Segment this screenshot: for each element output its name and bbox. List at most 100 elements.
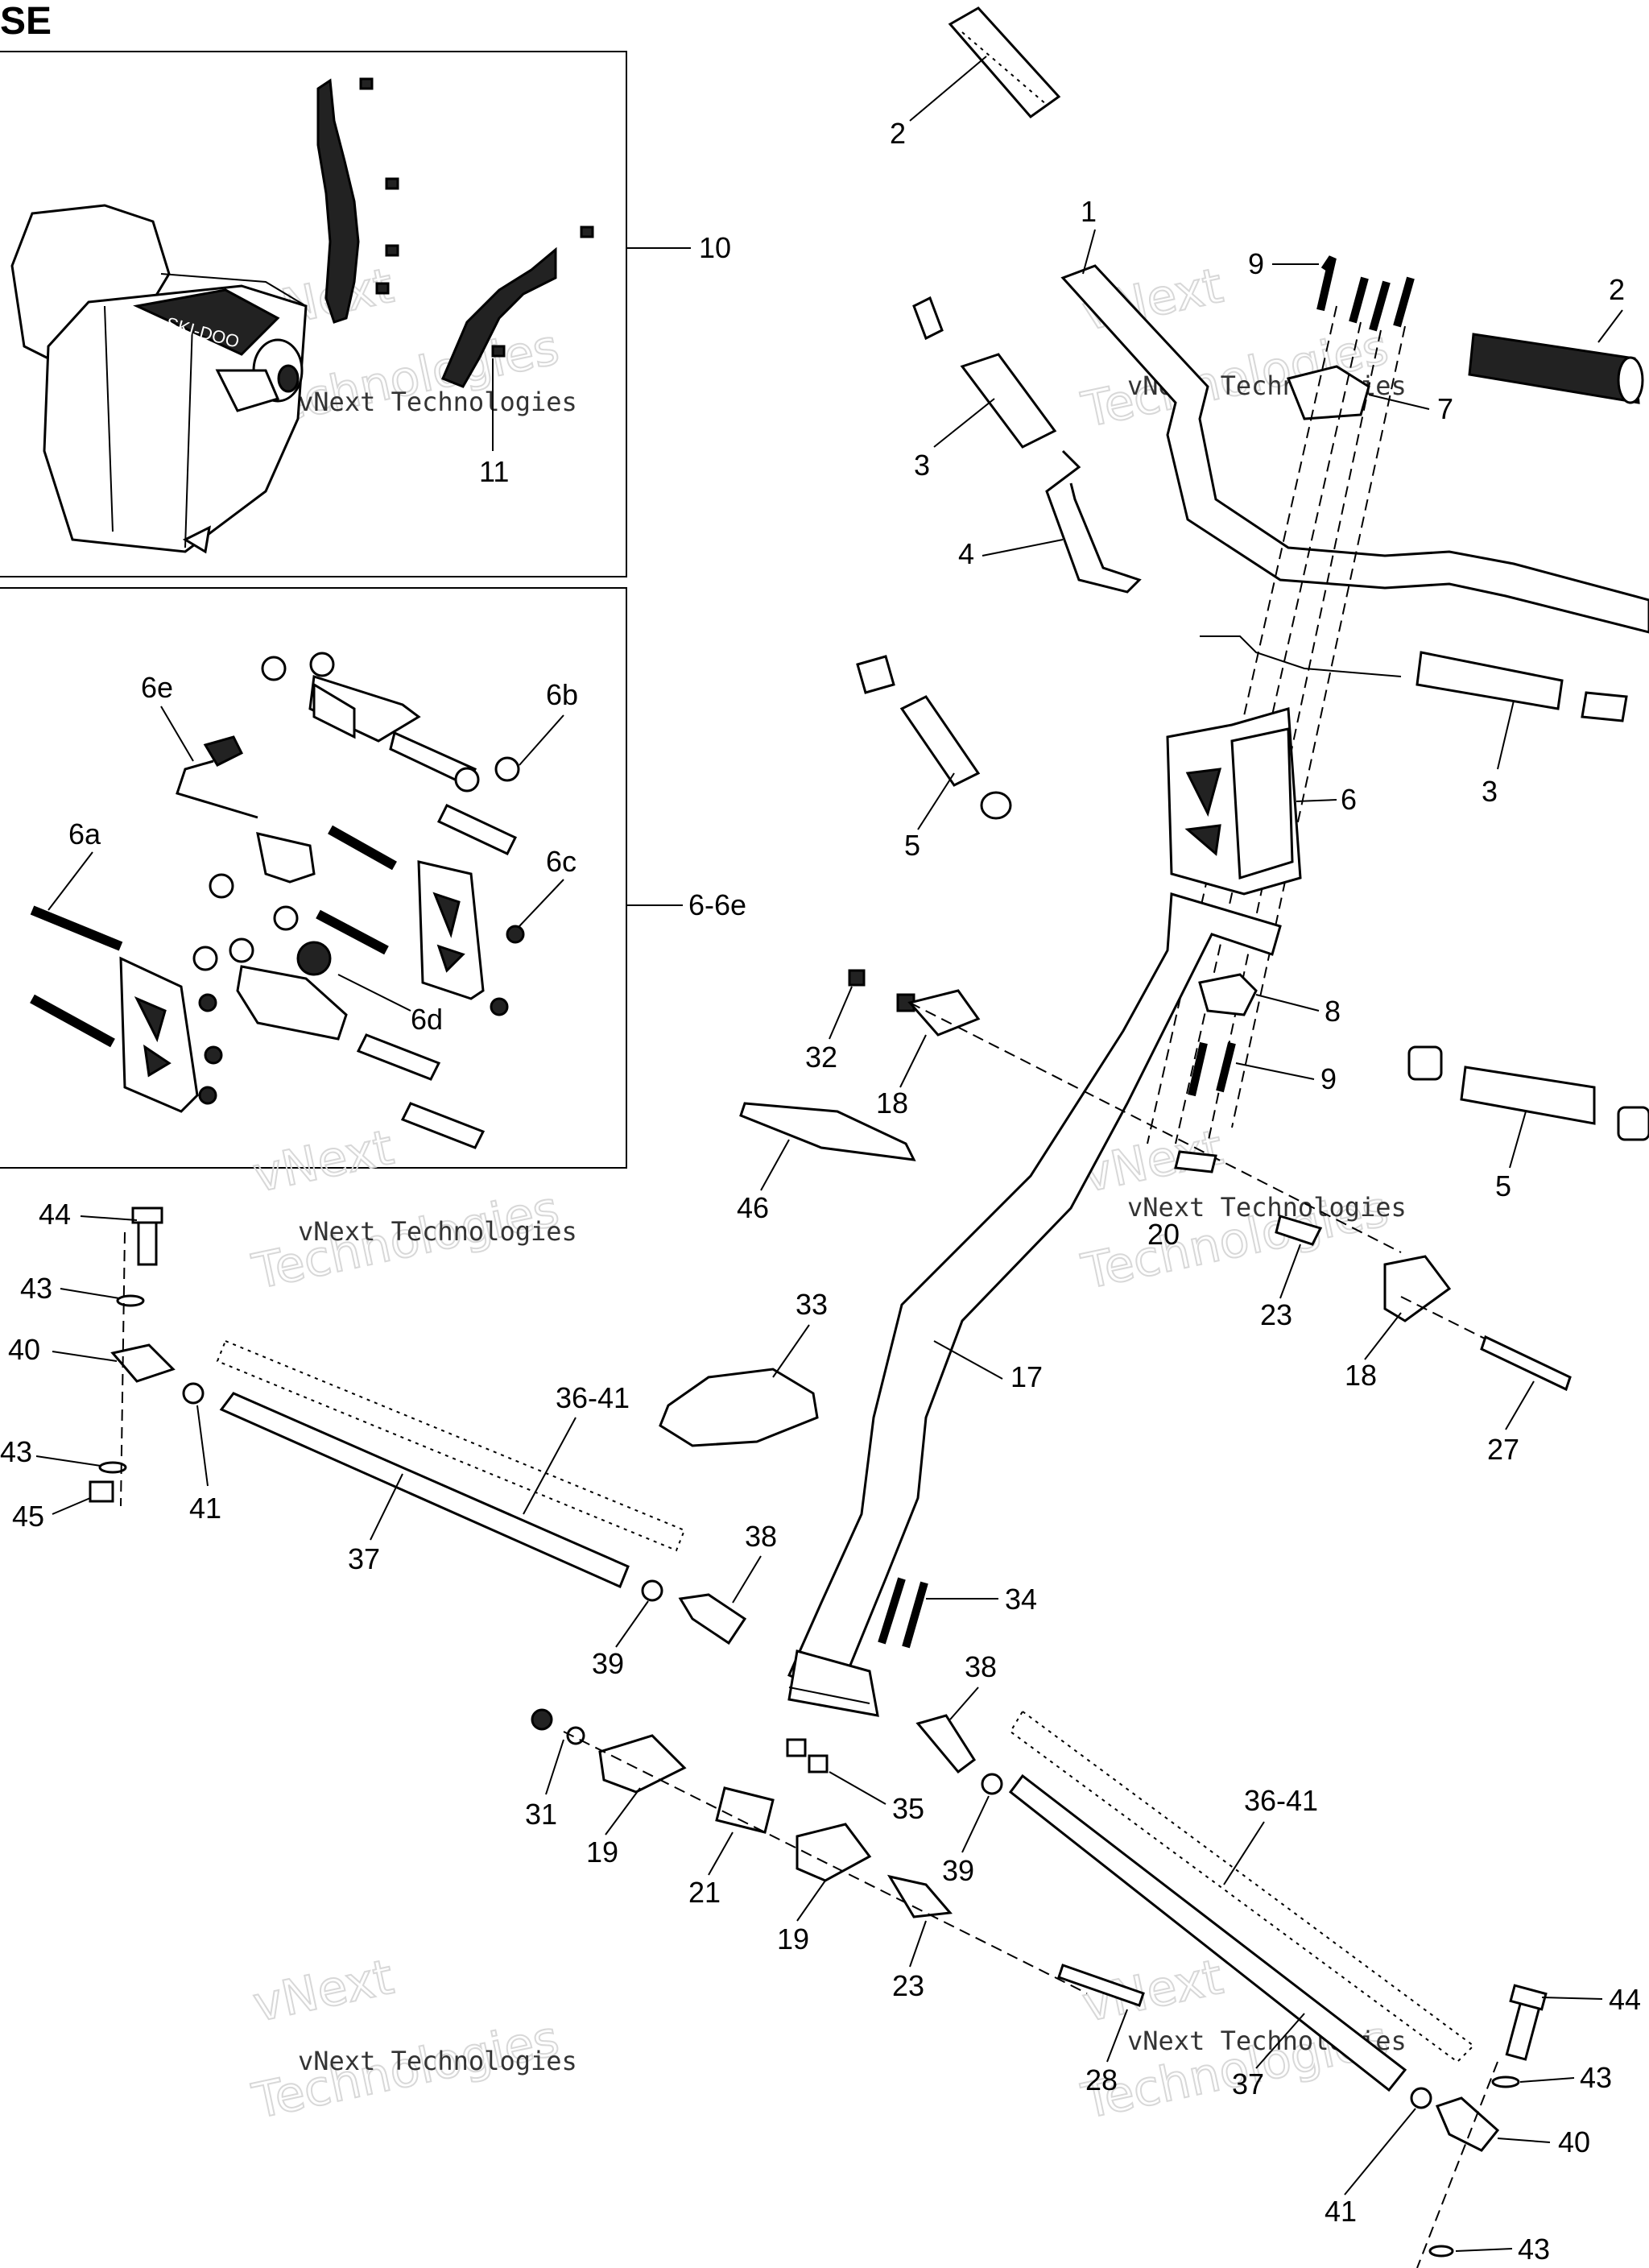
handlebar-clamp-lower [1198,973,1258,1016]
callout-41b: 41 [1325,2195,1357,2228]
screw-icon [580,226,594,238]
callout-43a: 43 [20,1272,52,1305]
grip-left [948,6,1061,119]
nut-35 [786,1738,807,1757]
bushing-housing-19a [598,1734,687,1794]
callout-23a: 23 [1260,1298,1292,1331]
watermark-small-5: vNext Technologies [298,2046,577,2076]
callout-2b: 2 [1609,273,1625,306]
callout-34: 34 [1005,1583,1037,1616]
callout-6b: 6b [546,678,578,711]
callout-4: 4 [958,537,974,570]
callout-43c: 43 [1580,2061,1612,2094]
bushing-housing-19b [796,1823,872,1882]
bolt-28 [1057,1964,1145,2007]
callout-44a: 44 [39,1198,71,1231]
headlight-screws [359,77,594,358]
callout-20: 20 [1147,1218,1180,1251]
callout-39a: 39 [592,1647,624,1680]
headlight-bracket-right [441,246,557,388]
callout-37a: 37 [348,1542,380,1575]
nut-45 [89,1480,114,1503]
callout-11: 11 [479,455,509,488]
callout-7: 7 [1437,392,1453,425]
watermark-small-4: vNext Technologies [1127,1192,1407,1223]
callout-19b: 19 [777,1922,809,1956]
callout-40a: 40 [8,1333,40,1366]
clamp-bolts-lower [1188,1041,1236,1097]
grip-right [1468,333,1644,404]
callout-6e: 6e [141,671,173,704]
callout-27: 27 [1487,1433,1519,1466]
tie-rod-end-38-right [915,1714,977,1774]
callout-43d: 43 [1518,2233,1550,2266]
tie-rod-end-left [110,1343,176,1383]
nut-41-right [1410,2087,1432,2109]
callout-19a: 19 [586,1836,618,1869]
heater-element-right [1415,651,1564,710]
bumper-plate [739,1102,916,1161]
tie-rod-left [219,1392,630,1589]
callout-31: 31 [525,1798,557,1831]
section-code: SE [0,0,52,43]
screw-icon [359,77,374,90]
bushing-23 [1275,1215,1323,1246]
nut-39-left [641,1579,663,1602]
callout-40b: 40 [1558,2125,1590,2158]
callout-1: 1 [1081,195,1097,228]
watermark-small-3: vNext Technologies [298,1216,577,1247]
steering-column [787,892,1282,1717]
callout-6: 6 [1341,783,1357,816]
column-support-parts [30,652,525,1149]
callout-3a: 3 [914,449,930,482]
screw-icon [375,282,390,295]
callout-23b: 23 [892,1969,924,2002]
callout-5b: 5 [1495,1169,1511,1202]
inset-box-column-support [0,587,627,1169]
callout-41a: 41 [189,1492,221,1525]
inset-box-headlight [0,51,627,577]
tube-left [856,655,1012,820]
bushing-23b [886,1874,953,1918]
bushing-housing-right [1383,1255,1452,1322]
callout-33: 33 [796,1288,828,1321]
callout-36b: 36-41 [1244,1784,1318,1817]
handlebar-clamp-upper [1286,365,1370,420]
callout-17: 17 [1010,1360,1043,1393]
nut-41-left [182,1382,205,1405]
callout-21: 21 [688,1876,721,1909]
callout-28: 28 [1085,2063,1118,2096]
column-support-block [1166,707,1302,896]
callout-46: 46 [737,1191,769,1224]
tie-rod-right [1008,1773,1407,2092]
callout-6c: 6c [546,845,577,878]
callout-18a: 18 [876,1086,908,1120]
nut-31 [531,1708,553,1731]
watermark-big-9: vNext [249,1949,399,2034]
callout-35: 35 [892,1792,924,1825]
handlebar [1060,264,1649,634]
callout-6d: 6d [411,1003,443,1036]
callout-39b: 39 [942,1854,974,1887]
clamp-bolts-upper [1316,255,1415,332]
screw-icon [385,244,399,257]
callout-45: 45 [12,1500,44,1533]
bushing-20 [1174,1150,1217,1173]
callout-6a: 6a [68,817,101,850]
heater-wire [1200,635,1402,677]
callout-10: 10 [699,231,731,264]
screw-icon [491,345,506,358]
watermark-small-1: vNext Technologies [298,387,577,417]
tie-rod-left-assembly-outline [216,1339,686,1552]
tie-rod-end-right [1435,2096,1500,2152]
headlight-bracket-left [316,78,360,324]
bolts-34 [878,1577,928,1649]
throttle-cable [1045,449,1142,594]
watermark-big-5: vNext [249,1120,399,1204]
tie-rod-end-38-left [678,1593,747,1645]
heater-element-left [912,296,1057,449]
callout-38a: 38 [745,1520,777,1553]
callout-8: 8 [1325,995,1341,1028]
